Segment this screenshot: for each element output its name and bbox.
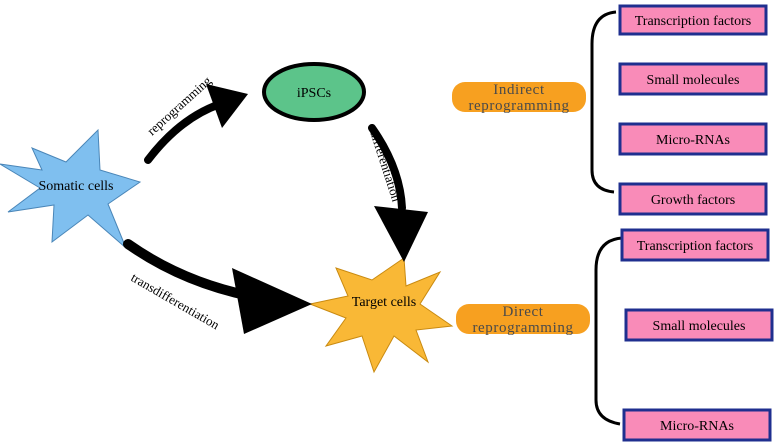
indirect-label-line1: Indirect [493, 82, 545, 98]
svg-text:Small molecules: Small molecules [647, 73, 740, 88]
direct-bracket [594, 236, 623, 426]
indirect-item-1: Transcription factors [618, 4, 768, 36]
reprogramming-arrowhead [206, 84, 248, 128]
differentiation-arrow-label: differentiation [367, 128, 404, 204]
target-cell-shape [308, 257, 454, 374]
indirect-item-3: Micro-RNAs [618, 122, 768, 156]
svg-text:Micro-RNAs: Micro-RNAs [656, 133, 730, 148]
transdifferentiation-arrowhead [232, 268, 312, 334]
reprogramming-arrow [144, 100, 224, 164]
differentiation-arrow [368, 124, 406, 212]
svg-text:Growth factors: Growth factors [651, 193, 735, 208]
direct-item-3: Micro-RNAs [622, 408, 772, 442]
direct-item-1: Transcription factors [620, 228, 770, 262]
svg-text:Small molecules: Small molecules [653, 319, 746, 334]
ipscs-ellipse [262, 62, 366, 122]
indirect-item-2: Small molecules [618, 62, 768, 96]
svg-text:Micro-RNAs: Micro-RNAs [660, 419, 734, 434]
direct-label-line1: Direct [502, 304, 543, 320]
svg-text:Transcription factors: Transcription factors [635, 14, 752, 29]
direct-reprogramming-pill [456, 304, 590, 334]
target-cells-label: Target cells [352, 295, 416, 310]
differentiation-arrowhead [374, 206, 428, 262]
somatic-cells-label: Somatic cells [38, 179, 113, 194]
indirect-reprogramming-pill [452, 82, 586, 112]
svg-text:Transcription factors: Transcription factors [637, 239, 754, 254]
direct-item-2: Small molecules [624, 308, 774, 342]
transdifferentiation-arrow-label: transdifferentiation [129, 270, 223, 333]
indirect-item-4: Growth factors [618, 182, 768, 216]
ipscs-label: iPSCs [297, 86, 331, 101]
transdifferentiation-arrow [123, 239, 255, 301]
indirect-bracket [590, 10, 617, 194]
direct-label-line2: reprogramming [472, 320, 573, 336]
indirect-label-line2: reprogramming [468, 98, 569, 114]
somatic-cell-shape [0, 128, 142, 249]
